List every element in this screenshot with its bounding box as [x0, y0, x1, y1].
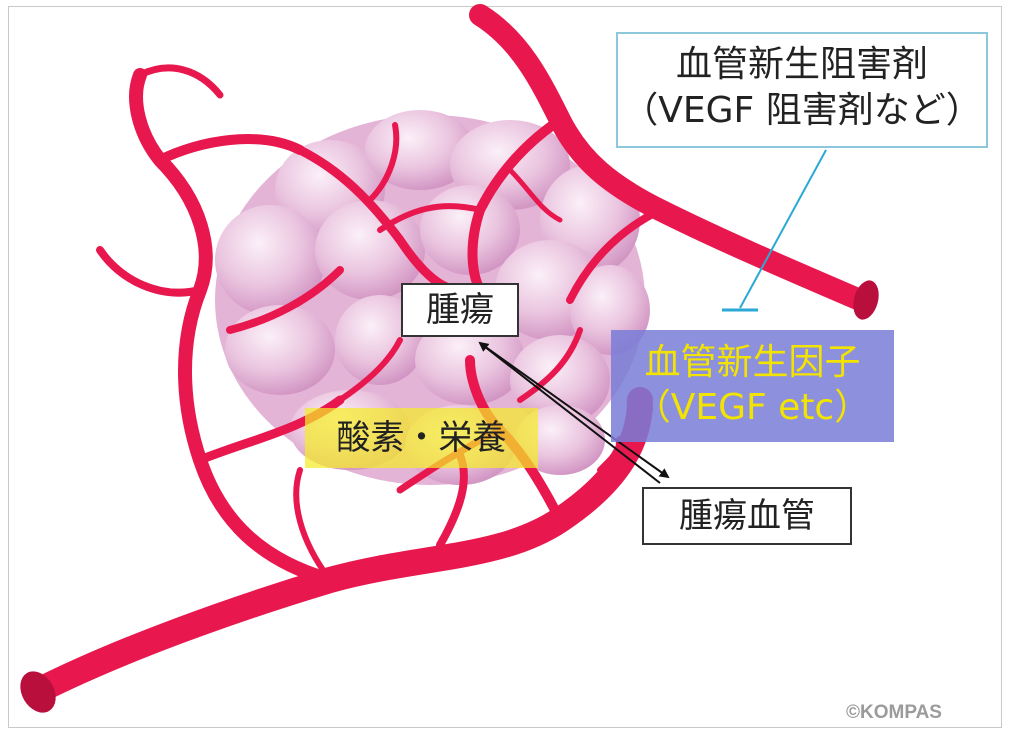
signal-arrow-up [478, 341, 661, 484]
inhibitor-subtitle: （VEGF 阻害剤など） [622, 90, 982, 131]
tumor-label: 腫瘍 [401, 283, 519, 337]
copyright-text: ©KOMPAS [846, 702, 942, 723]
tumor-vessel-label: 腫瘍血管 [642, 487, 852, 545]
angiogenic-factor-box: 血管新生因子 （VEGF etc） [611, 330, 894, 442]
signal-arrow-down [479, 342, 670, 479]
vessel-opening-right [853, 280, 879, 320]
inhibitor-label-box: 血管新生阻害剤 （VEGF 阻害剤など） [616, 32, 988, 148]
factor-subtitle: （VEGF etc） [634, 387, 871, 428]
vessel-opening-left [20, 671, 56, 713]
inhibition-line [739, 149, 827, 309]
oxygen-nutrient-label: 酸素・栄養 [305, 408, 538, 468]
figure-frame [8, 6, 1002, 728]
factor-title: 血管新生因子 [644, 342, 861, 383]
blood-vessels [27, 4, 871, 703]
inhibitor-title: 血管新生阻害剤 [675, 44, 928, 85]
